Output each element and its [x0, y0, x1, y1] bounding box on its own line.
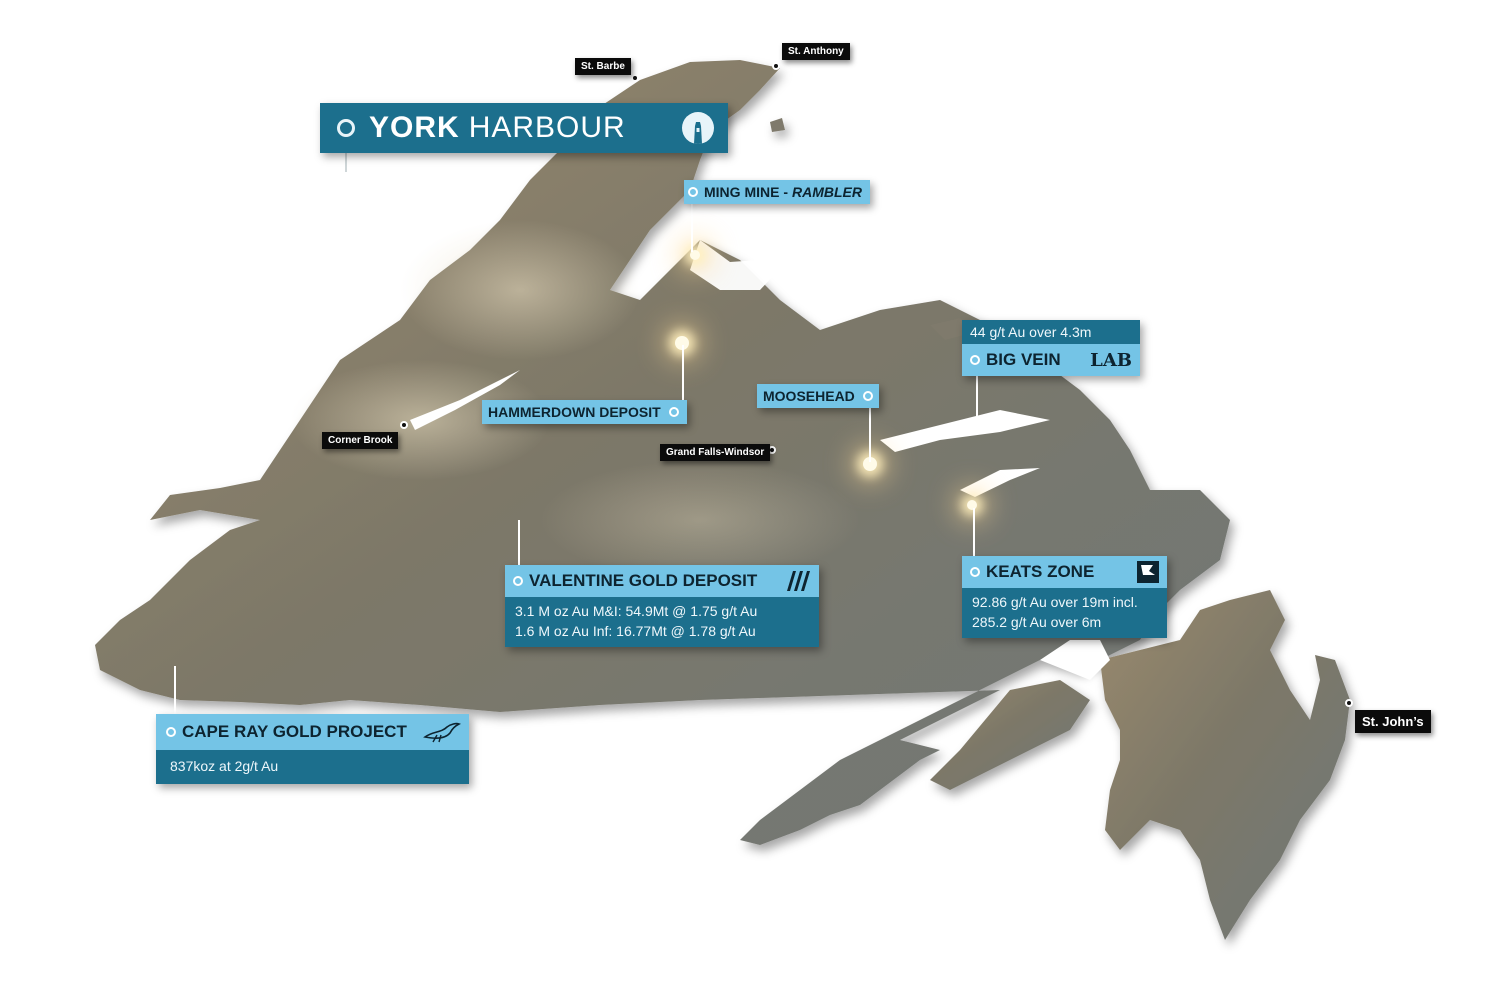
big-vein-name: BIG VEIN: [986, 350, 1061, 369]
cape-ray-line-1: 837koz at 2g/t Au: [170, 758, 279, 774]
keats-line-2: 285.2 g/t Au over 6m: [972, 614, 1102, 630]
brand-name-light: HARBOUR: [468, 111, 626, 144]
cape-ray-stem: [174, 666, 176, 720]
bird-logo-icon: [423, 721, 461, 743]
valentine-label: VALENTINE GOLD DEPOSIT 3.1 M oz Au M&I: …: [505, 565, 819, 647]
stripes-logo-icon: [783, 571, 811, 591]
big-vein-pin-icon: [970, 355, 980, 365]
hammerdown-glow: [675, 336, 689, 350]
york-harbour-pin-icon: [337, 119, 355, 137]
valentine-stem: [518, 520, 520, 566]
keats-name: KEATS ZONE: [986, 562, 1095, 581]
brand-name-bold: YORK: [369, 111, 460, 144]
cape-ray-label: CAPE RAY GOLD PROJECT 837koz at 2g/t Au: [156, 714, 469, 784]
york-harbour-stem: [345, 140, 347, 172]
valentine-line-1: 3.1 M oz Au M&I: 54.9Mt @ 1.75 g/t Au: [515, 603, 758, 619]
moosehead-name: MOOSEHEAD: [763, 388, 855, 404]
moosehead-pin-icon: [862, 391, 873, 401]
town-st-barbe: St. Barbe: [575, 58, 631, 75]
st-anthony-pin: [772, 62, 780, 70]
lab-logo-icon: LAB: [1090, 349, 1132, 371]
hammerdown-pin-icon: [668, 407, 679, 417]
big-vein-note: 44 g/t Au over 4.3m: [962, 320, 1140, 344]
town-corner-brook: Corner Brook: [322, 432, 399, 449]
st-barbe-pin: [631, 74, 639, 82]
keats-stem: [973, 508, 975, 560]
hammerdown-name: HAMMERDOWN DEPOSIT: [488, 404, 661, 420]
ming-mine-label: MING MINE - RAMBLER: [684, 180, 870, 204]
town-st-anthony: St. Anthony: [782, 43, 850, 60]
valentine-pin-icon: [513, 576, 523, 586]
keats-glow: [967, 500, 977, 510]
keats-line-1: 92.86 g/t Au over 19m incl.: [972, 594, 1138, 610]
town-grand-falls-windsor: Grand Falls-Windsor: [660, 444, 771, 461]
corner-brook-pin: [400, 421, 408, 429]
lighthouse-icon: [682, 112, 714, 144]
big-vein-stem: [976, 370, 978, 430]
flag-logo-icon: [1137, 561, 1159, 583]
st-johns-pin: [1345, 699, 1353, 707]
ming-glow: [690, 250, 700, 260]
cape-ray-name: CAPE RAY GOLD PROJECT: [182, 722, 407, 741]
ming-pin-icon: [688, 187, 698, 197]
moosehead-stem: [869, 402, 871, 462]
keats-pin-icon: [970, 567, 980, 577]
town-st-johns: St. John’s: [1355, 710, 1431, 733]
ming-name: MING MINE -: [704, 184, 788, 200]
big-vein-label: 44 g/t Au over 4.3m BIG VEIN LAB: [962, 320, 1140, 376]
hammerdown-stem: [682, 345, 684, 403]
keats-zone-label: KEATS ZONE 92.86 g/t Au over 19m incl. 2…: [962, 556, 1167, 638]
cape-ray-pin-icon: [166, 727, 176, 737]
ming-stem: [691, 200, 693, 252]
moosehead-glow: [863, 457, 877, 471]
valentine-line-2: 1.6 M oz Au Inf: 16.77Mt @ 1.78 g/t Au: [515, 623, 756, 639]
valentine-name: VALENTINE GOLD DEPOSIT: [529, 571, 758, 590]
york-harbour-label: YORK HARBOUR: [320, 103, 728, 153]
moosehead-label: MOOSEHEAD: [757, 384, 879, 408]
hammerdown-label: HAMMERDOWN DEPOSIT: [482, 400, 687, 424]
ming-name-italic: RAMBLER: [792, 184, 862, 200]
